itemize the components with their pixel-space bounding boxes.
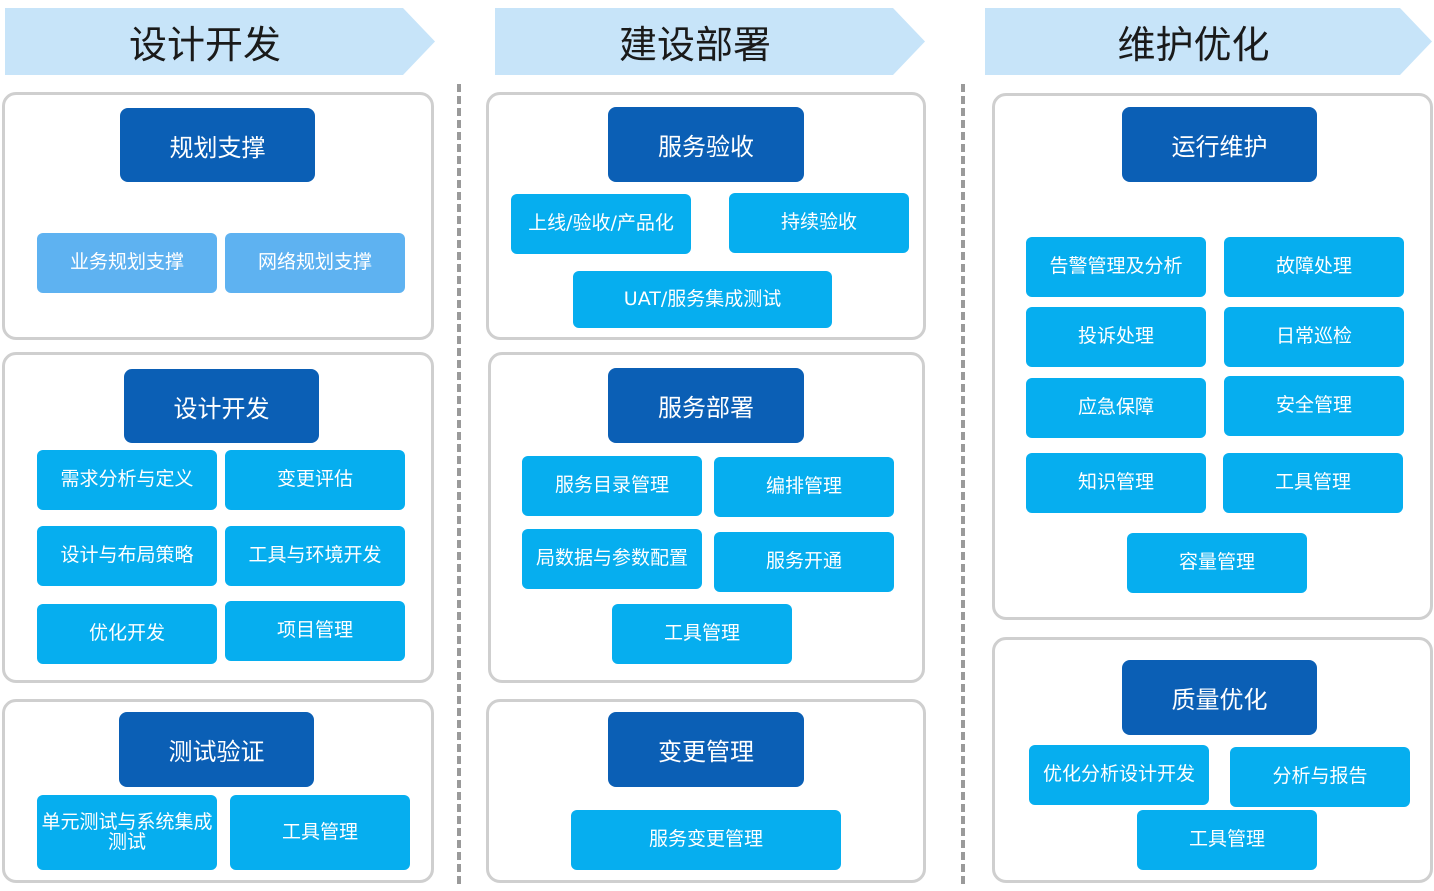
dev-item[interactable]: 工具与环境开发 — [225, 526, 405, 586]
deploy-item[interactable]: 编排管理 — [714, 457, 894, 517]
acceptance-item[interactable]: 上线/验收/产品化 — [511, 194, 691, 254]
change-item[interactable]: 服务变更管理 — [571, 810, 841, 870]
phase-banner-design: 设计开发 — [5, 8, 435, 75]
dev-header: 设计开发 — [124, 369, 319, 443]
dev-item[interactable]: 优化开发 — [37, 604, 217, 664]
quality-header: 质量优化 — [1122, 660, 1317, 735]
phase-banner-build: 建设部署 — [495, 8, 925, 75]
planning-item[interactable]: 业务规划支撑 — [37, 233, 217, 293]
ops-item[interactable]: 知识管理 — [1026, 453, 1206, 513]
ops-item[interactable]: 安全管理 — [1224, 376, 1404, 436]
ops-item[interactable]: 日常巡检 — [1224, 307, 1404, 367]
change-header: 变更管理 — [608, 712, 804, 787]
dev-item[interactable]: 需求分析与定义 — [37, 450, 217, 510]
acceptance-header: 服务验收 — [608, 107, 804, 182]
quality-item[interactable]: 优化分析设计开发 — [1029, 745, 1209, 805]
deploy-header: 服务部署 — [608, 368, 804, 443]
ops-item[interactable]: 告警管理及分析 — [1026, 237, 1206, 297]
deploy-item[interactable]: 工具管理 — [612, 604, 792, 664]
acceptance-item[interactable]: UAT/服务集成测试 — [573, 271, 832, 328]
planning-header: 规划支撑 — [120, 108, 315, 182]
deploy-item[interactable]: 服务开通 — [714, 532, 894, 592]
column-divider-left — [457, 84, 461, 884]
test-header: 测试验证 — [119, 712, 314, 787]
dev-item[interactable]: 变更评估 — [225, 450, 405, 510]
dev-item[interactable]: 项目管理 — [225, 601, 405, 661]
ops-item[interactable]: 故障处理 — [1224, 237, 1404, 297]
phase-banner-maintain: 维护优化 — [985, 8, 1432, 75]
deploy-item[interactable]: 局数据与参数配置 — [522, 529, 702, 589]
quality-item[interactable]: 分析与报告 — [1230, 747, 1410, 807]
deploy-item[interactable]: 服务目录管理 — [522, 456, 702, 516]
ops-item[interactable]: 投诉处理 — [1026, 307, 1206, 367]
ops-item[interactable]: 工具管理 — [1223, 453, 1403, 513]
ops-item[interactable]: 容量管理 — [1127, 533, 1307, 593]
planning-item[interactable]: 网络规划支撑 — [225, 233, 405, 293]
column-divider-right — [961, 84, 965, 884]
test-item[interactable]: 工具管理 — [230, 795, 410, 870]
quality-item[interactable]: 工具管理 — [1137, 810, 1317, 870]
dev-item[interactable]: 设计与布局策略 — [37, 526, 217, 586]
ops-header: 运行维护 — [1122, 107, 1317, 182]
ops-item[interactable]: 应急保障 — [1026, 378, 1206, 438]
acceptance-item[interactable]: 持续验收 — [729, 193, 909, 253]
test-item[interactable]: 单元测试与系统集成测试 — [37, 795, 217, 870]
